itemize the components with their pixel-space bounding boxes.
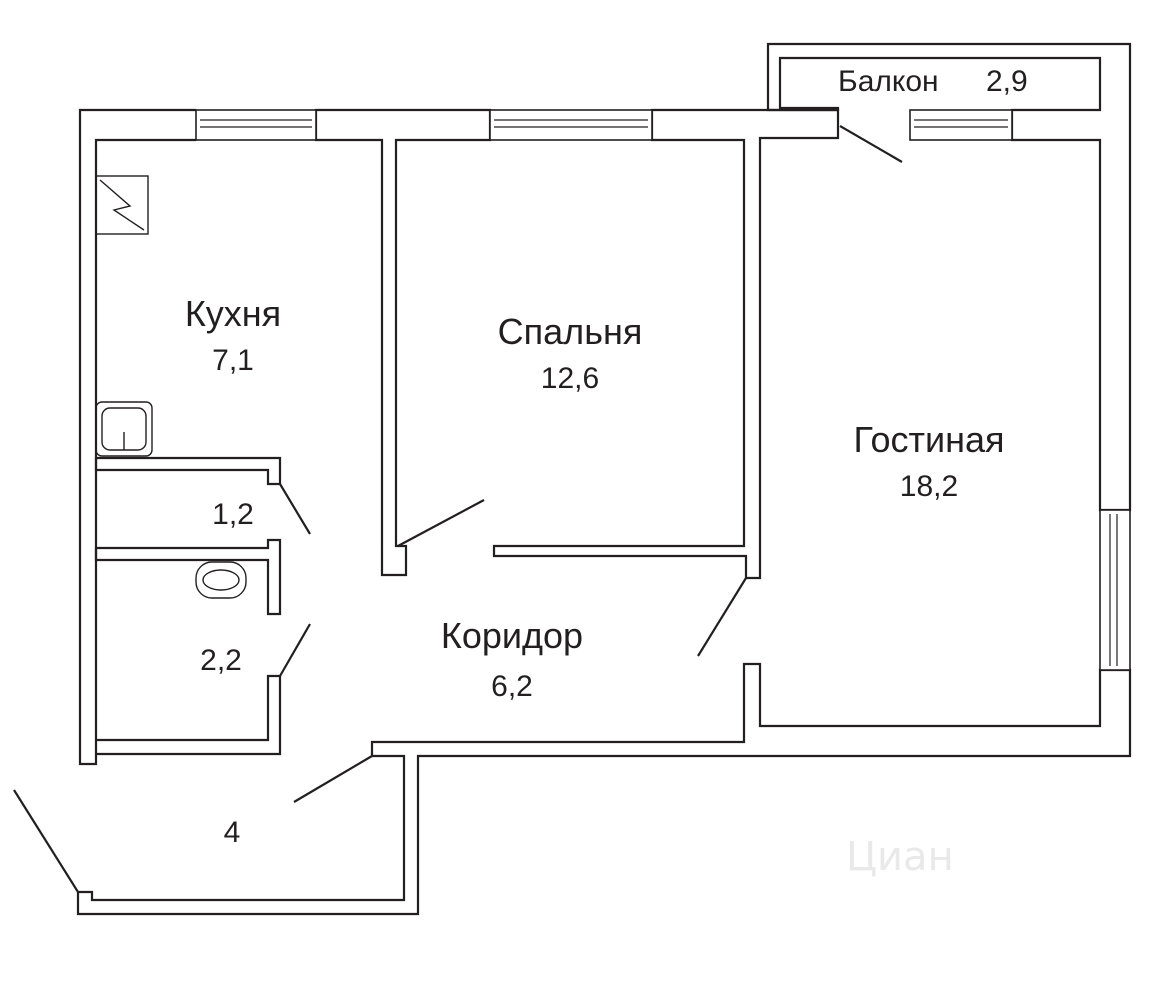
- door-living: [697, 577, 747, 657]
- wall-left-inner: [96, 674, 282, 756]
- wall-right-lower: [76, 662, 1132, 916]
- window-kitchen: [195, 109, 317, 141]
- svg-text:Циан: Циан: [846, 834, 954, 880]
- sink-icon: [95, 401, 153, 457]
- door-balcony: [839, 125, 903, 163]
- wall-bath-partition: [94, 538, 282, 616]
- room-name-corridor: Коридор: [441, 615, 583, 656]
- door-bedroom: [397, 499, 485, 547]
- walls: [76, 42, 1132, 916]
- door-toilet: [279, 483, 311, 535]
- windows: [195, 109, 1131, 671]
- room-area-hall: 4: [224, 816, 241, 849]
- wall-top-kitchen-bedroom: [314, 108, 492, 577]
- window-bedroom: [489, 109, 653, 141]
- room-area-living: 18,2: [900, 470, 958, 503]
- wall-toilet-partition: [94, 456, 282, 486]
- door-hall: [293, 755, 373, 803]
- window-living-right: [1099, 509, 1131, 671]
- room-name-kitchen: Кухня: [185, 293, 281, 334]
- room-area-balcony: 2,9: [986, 65, 1028, 98]
- door-bathroom: [279, 623, 311, 677]
- window-living-top: [909, 109, 1013, 141]
- wall-top-bedroom-living: [492, 108, 840, 580]
- room-area-bedroom: 12,6: [541, 362, 599, 395]
- room-name-balcony: Балкон: [838, 65, 939, 98]
- room-name-bedroom: Спальня: [498, 311, 643, 352]
- room-area-kitchen: 7,1: [212, 344, 254, 377]
- watermark-logo: Циан: [846, 834, 954, 880]
- room-area-bathroom: 2,2: [200, 644, 242, 677]
- toilet-icon: [195, 561, 247, 599]
- stove-icon: [95, 175, 149, 235]
- doors: [13, 125, 903, 893]
- room-name-living: Гостиная: [853, 419, 1004, 460]
- wall-left-outer: [78, 108, 196, 766]
- door-entrance: [13, 789, 79, 893]
- room-area-corridor: 6,2: [491, 670, 533, 703]
- room-area-toilet: 1,2: [212, 498, 254, 531]
